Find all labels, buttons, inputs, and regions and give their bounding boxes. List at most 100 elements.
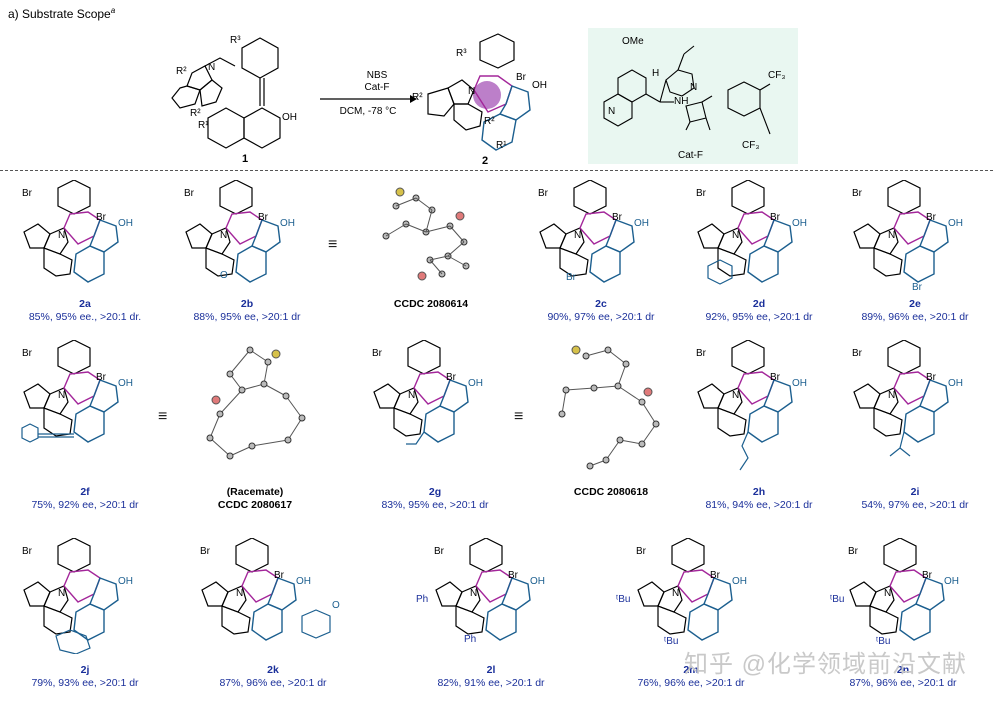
svg-text:N: N [732, 230, 739, 241]
compound-result: 89%, 96% ee, >20:1 dr [861, 311, 969, 323]
substrate-structure: R³ N R² R² OH R¹ 1 [171, 35, 297, 165]
svg-text:Br: Br [926, 372, 937, 383]
compound-label: 2f [80, 486, 90, 498]
compound-label: 2l [486, 664, 496, 676]
compound-2h: Br Br OH N 2h 81%, 94% ee, >20:1 dr [680, 340, 838, 512]
compound-label: 2h [752, 486, 766, 498]
svg-text:Br: Br [96, 372, 107, 383]
structure-2j: Br OH N [22, 538, 133, 654]
structure-2i: Br Br OH N [852, 340, 963, 457]
r2a-label: R² [412, 92, 423, 103]
svg-text:Br: Br [926, 212, 937, 223]
svg-text:OH: OH [732, 576, 747, 587]
catalyst-box [588, 28, 798, 164]
crystal-structure-1 [382, 187, 470, 281]
compound-result: 76%, 96% ee, >20:1 dr [637, 677, 745, 689]
oh-label: OH [532, 80, 547, 91]
catalyst-structure: OMe H N N NH CF₃ CF₃ Cat-F [603, 36, 785, 161]
reagent-nbs: NBS [366, 70, 388, 81]
svg-text:OH: OH [118, 218, 133, 229]
svg-text:Br: Br [848, 546, 859, 557]
svg-text:Br: Br [200, 546, 211, 557]
compound-result: 81%, 94% ee, >20:1 dr [705, 499, 813, 511]
cat-nh-label: NH [674, 96, 688, 107]
svg-text:Br: Br [22, 348, 33, 359]
r2b-label: R² [484, 116, 495, 127]
svg-text:Br: Br [612, 212, 623, 223]
cat-n-quin-label: N [608, 106, 615, 117]
svg-text:Br: Br [912, 282, 923, 290]
compound-label: 2d [752, 298, 766, 310]
r2b-label: R² [190, 108, 201, 119]
svg-text:ᵗBu: ᵗBu [876, 636, 890, 647]
svg-text:N: N [408, 390, 415, 401]
structure-2k: Br Br OH N O [200, 538, 340, 641]
structure-2b: Br Br OH N O [184, 180, 295, 290]
crystal-2080614: CCDC 2080614 [352, 180, 510, 311]
svg-text:Br: Br [446, 372, 457, 383]
svg-text:Br: Br [372, 348, 383, 359]
svg-text:OH: OH [948, 378, 963, 389]
svg-text:Br: Br [258, 212, 269, 223]
compound-2d: Br Br OH N 2d 92%, 95% ee, >20:1 dr [680, 180, 838, 324]
compound-2c: Br Br OH N Br 2c 90%, 97% ee, >20:1 dr [522, 180, 680, 324]
compound-label: 2n [896, 664, 910, 676]
compound-label: 2b [240, 298, 254, 310]
svg-text:N: N [470, 588, 477, 599]
structure-2h: Br Br OH N [696, 340, 807, 471]
crystal-2080618: CCDC 2080618 [532, 340, 690, 499]
structure-2m: Br Br OH N ᵗBu ᵗBu [616, 538, 747, 647]
cat-n-amine-label: N [690, 82, 697, 93]
r3-label: R³ [456, 48, 467, 59]
equivalence-symbol: ≡ [158, 408, 168, 425]
svg-text:Br: Br [22, 188, 33, 199]
svg-text:Br: Br [274, 570, 285, 581]
svg-text:Br: Br [696, 188, 707, 199]
compound-2g: Br Br OH N 2g 83%, 95% ee, >20:1 dr [356, 340, 514, 512]
svg-text:N: N [672, 588, 679, 599]
reagent-cat: Cat-F [364, 82, 390, 93]
compound-result: 87%, 96% ee, >20:1 dr [849, 677, 957, 689]
compound-2j: Br OH N 2j 79%, 93% ee, >20:1 dr [6, 538, 164, 690]
svg-text:Br: Br [696, 348, 707, 359]
svg-text:Br: Br [96, 212, 107, 223]
product-structure: R³ N Br OH R² R² R¹ 2 [412, 33, 547, 166]
racemate-note: (Racemate) [226, 486, 284, 498]
svg-text:OH: OH [530, 576, 545, 587]
reaction-arrow [320, 95, 417, 103]
cat-ome-label: OMe [622, 36, 644, 47]
svg-text:Br: Br [508, 570, 519, 581]
watermark: 知乎 @化学领域前沿文献 [683, 651, 967, 678]
svg-text:Br: Br [184, 188, 195, 199]
structure-2n: Br Br OH N ᵗBu ᵗBu [830, 538, 959, 647]
crystal-structure-3 [558, 345, 660, 470]
svg-text:Ph: Ph [464, 634, 476, 645]
svg-text:Br: Br [852, 348, 863, 359]
compound-2n: Br Br OH N ᵗBu ᵗBu 2n 87%, 96% ee, >20:1… [824, 538, 982, 690]
r2a-label: R² [176, 66, 187, 77]
compound-2b: Br Br OH N O 2b 88%, 95% ee, >20:1 dr [168, 180, 326, 324]
svg-text:OH: OH [634, 218, 649, 229]
svg-text:Br: Br [636, 546, 647, 557]
structure-2a: Br Br OH N [22, 180, 133, 290]
catalyst-label: Cat-F [678, 150, 703, 161]
compound-2k: Br Br OH N O 2k 87%, 96% ee, >20:1 dr [194, 538, 352, 690]
svg-text:OH: OH [296, 576, 311, 587]
svg-text:Ph: Ph [416, 594, 428, 605]
ccdc-label: CCDC 2080617 [217, 499, 293, 511]
compound-2m: Br Br OH N ᵗBu ᵗBu 2m 76%, 96% ee, >20:1… [612, 538, 770, 690]
svg-text:OH: OH [792, 218, 807, 229]
product-number: 2 [482, 155, 488, 166]
compound-result: 54%, 97% ee, >20:1 dr [861, 499, 969, 511]
compound-label: 2m [683, 664, 699, 676]
svg-text:Br: Br [538, 188, 549, 199]
compound-label: 2k [267, 664, 279, 676]
svg-text:O: O [220, 270, 228, 281]
compound-2e: Br Br OH N Br 2e 89%, 96% ee, >20:1 dr [836, 180, 993, 324]
equivalence-symbol: ≡ [328, 236, 338, 253]
svg-text:N: N [220, 230, 227, 241]
svg-text:N: N [58, 390, 65, 401]
svg-text:N: N [574, 230, 581, 241]
compound-result: 88%, 95% ee, >20:1 dr [193, 311, 301, 323]
structure-2g: Br Br OH N [372, 340, 483, 445]
